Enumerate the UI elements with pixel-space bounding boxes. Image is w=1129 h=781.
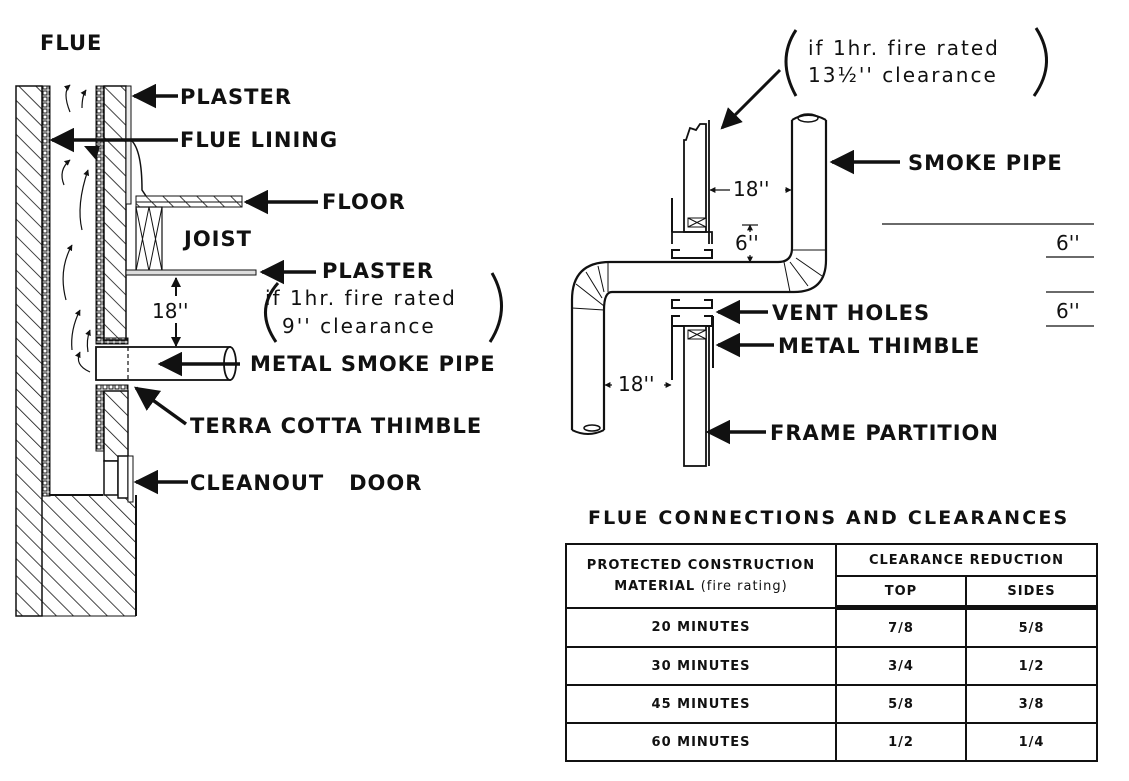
clearance-reduction-header: CLEARANCE REDUCTION [835, 543, 1098, 577]
plaster-top-label: PLASTER [180, 85, 292, 109]
plaster-strip [125, 85, 132, 205]
plaster-note-line1: if 1hr. fire rated [265, 286, 457, 310]
smoke-pipe-outer [570, 120, 794, 430]
clearance-6-left: 6'' [735, 231, 759, 255]
vent-holes-label: VENT HOLES [772, 301, 930, 325]
chimney-right-wall-upper [103, 85, 127, 341]
smoke-pipe-label: SMOKE PIPE [908, 151, 1063, 175]
note-arrow [720, 68, 782, 130]
smoke-swirl [63, 84, 71, 113]
table-row: 60 MINUTES 1/2 1/4 [565, 722, 1098, 762]
top-cell: 3/4 [835, 646, 967, 686]
joist-shape [135, 206, 163, 272]
material-header-line1: PROTECTED CONSTRUCTION [586, 557, 816, 573]
ceiling-plaster [125, 269, 257, 276]
upper-partition [683, 123, 707, 233]
clearance-6-right-top: 6'' [1056, 231, 1080, 255]
table-title: FLUE CONNECTIONS AND CLEARANCES [588, 507, 1070, 529]
material-header-line2: MATERIAL (fire rating) [567, 576, 835, 597]
top-cell: 5/8 [835, 684, 967, 724]
floor-board [135, 195, 243, 203]
cleanout-door-shape [103, 460, 119, 496]
top-cell: 1/2 [835, 722, 967, 762]
lower-vent-thimble [671, 299, 713, 309]
terra-cotta-thimble-label: TERRA COTTA THIMBLE [190, 414, 482, 438]
sides-cell: 1/2 [965, 646, 1098, 686]
rating-note-line2: 13½'' clearance [808, 63, 998, 87]
material-header-material: MATERIAL [614, 578, 696, 594]
joist-label: JOIST [182, 227, 252, 251]
frame-partition-section: if 1hr. fire rated 13½'' clearance SMOKE… [570, 27, 1094, 467]
material-header: PROTECTED CONSTRUCTION MATERIAL (fire ra… [565, 543, 837, 609]
terra-cotta-arrow [134, 386, 188, 426]
sides-cell: 3/8 [965, 684, 1098, 724]
chimney-base [42, 495, 136, 616]
upper-vent-thimble [671, 249, 713, 259]
flue-lining-left [41, 85, 51, 497]
metal-thimble-label: METAL THIMBLE [778, 334, 980, 358]
clearance-18-bottom: 18'' [618, 372, 654, 396]
clearance-6-right-bottom: 6'' [1056, 299, 1080, 323]
table-row: 20 MINUTES 7/8 5/8 [565, 606, 1098, 648]
material-cell: 30 MINUTES [565, 646, 837, 686]
material-cell: 60 MINUTES [565, 722, 837, 762]
plaster-note-line2: 9'' clearance [282, 314, 436, 338]
clearance-18-top: 18'' [733, 177, 769, 201]
clearance-18-label: 18'' [152, 299, 188, 323]
table-row: 30 MINUTES 3/4 1/2 [565, 646, 1098, 686]
flue-lining-right [95, 85, 105, 345]
material-cell: 45 MINUTES [565, 684, 837, 724]
frame-partition-label: FRAME PARTITION [770, 421, 999, 445]
material-cell: 20 MINUTES [565, 606, 837, 648]
top-cell: 7/8 [835, 606, 967, 648]
note-paren-right [488, 272, 503, 343]
note-paren-left [264, 282, 280, 343]
sides-cell: 5/8 [965, 606, 1098, 648]
material-header-fire-rating: (fire rating) [700, 578, 788, 594]
sides-header: SIDES [965, 575, 1098, 610]
top-header: TOP [835, 575, 967, 610]
chimney-section: FLUE PLASTER FLUE LINING FLOOR JOIST PLA… [15, 31, 503, 617]
floor-label: FLOOR [322, 190, 406, 214]
smoke-pipe-inner [602, 120, 828, 430]
flue-label: FLUE [40, 31, 102, 55]
chimney-left-wall [15, 85, 43, 617]
cleanout-door-label: CLEANOUT DOOR [190, 471, 422, 495]
metal-smoke-pipe-label: METAL SMOKE PIPE [250, 352, 496, 376]
sides-cell: 1/4 [965, 722, 1098, 762]
plaster-bottom-label: PLASTER [322, 259, 434, 283]
clearance-table: PROTECTED CONSTRUCTION MATERIAL (fire ra… [565, 543, 1098, 762]
table-row: 45 MINUTES 5/8 3/8 [565, 684, 1098, 724]
lower-partition [683, 325, 707, 467]
flue-lining-label: FLUE LINING [180, 128, 338, 152]
rating-note-line1: if 1hr. fire rated [808, 36, 1000, 60]
